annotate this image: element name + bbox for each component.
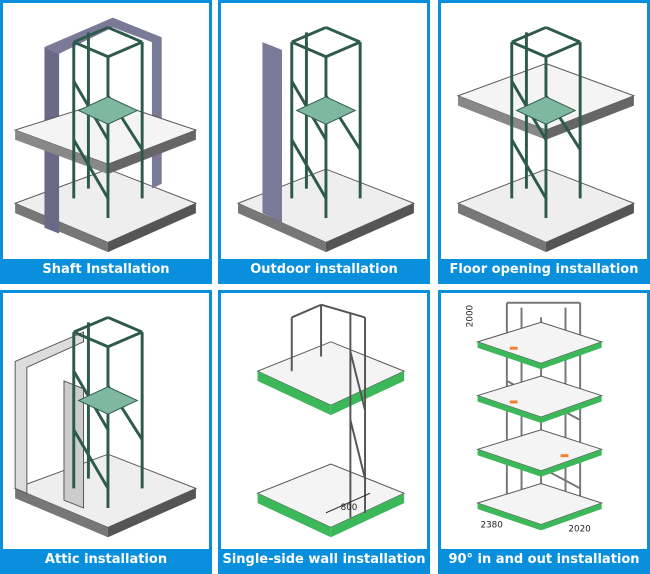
caption: Single-side wall installation (221, 549, 427, 571)
panel-single-side-wall-installation: 800 Single-side wall installation (218, 290, 430, 574)
caption: Outdoor installation (221, 259, 427, 281)
panel-outdoor-installation: Outdoor installation (218, 0, 430, 284)
single-side-wall-installation-illustration: 800 (256, 303, 406, 538)
panel-shaft-installation: Shaft Installation (0, 0, 212, 284)
panel-90-degree-in-and-out-installation: 2000 2380 2020 90° in and out installati… (438, 290, 650, 574)
outdoor-installation-illustration (236, 21, 416, 253)
dimension-label: 2000 (466, 305, 476, 327)
panel-attic-installation: Attic installation (0, 290, 212, 574)
shaft-installation-illustration (13, 17, 198, 253)
90-degree-installation-illustration: 2000 2380 2020 (466, 301, 604, 534)
caption: Attic installation (3, 549, 209, 571)
dimension-label: 800 (341, 503, 358, 513)
panel-floor-opening-installation: Floor opening installation (438, 0, 650, 284)
caption: Floor opening installation (441, 259, 647, 281)
caption: 90° in and out installation (441, 549, 647, 571)
dimension-label: 2380 (480, 521, 502, 531)
floor-opening-installation-illustration (456, 21, 636, 253)
dimension-label: 2020 (568, 524, 590, 534)
caption: Shaft Installation (3, 259, 209, 281)
attic-installation-illustration (13, 311, 198, 538)
